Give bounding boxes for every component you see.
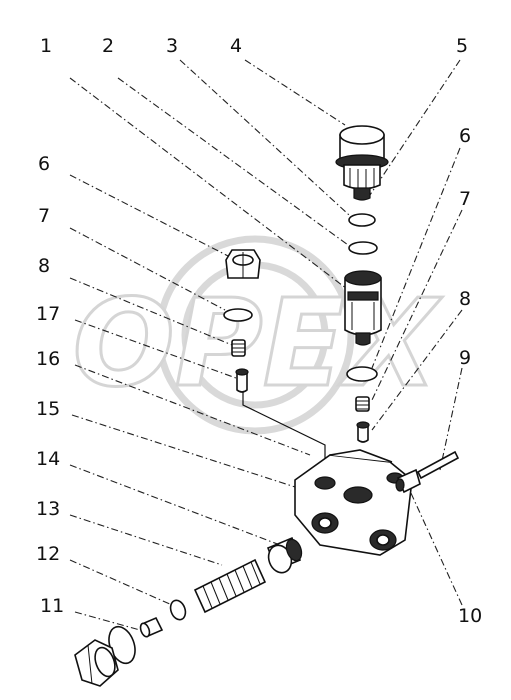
leader-3 <box>179 59 361 226</box>
part-11-hex-cap <box>74 639 119 687</box>
assembly-line <box>242 390 326 470</box>
label-12: 12 <box>36 543 60 565</box>
part-4-valve-head <box>335 125 389 201</box>
watermark: OPEX <box>71 235 444 435</box>
part-9-rod <box>416 450 460 480</box>
part-17-pin <box>235 368 249 393</box>
leader-13 <box>69 514 223 566</box>
leader-lines <box>69 59 463 631</box>
label-2: 2 <box>102 35 114 57</box>
label-13: 13 <box>36 498 60 520</box>
label-1: 1 <box>40 35 52 57</box>
label-3: 3 <box>166 35 178 57</box>
leader-5 <box>369 59 461 196</box>
label-11: 11 <box>40 595 64 617</box>
leader-16 <box>74 364 311 456</box>
label-10: 10 <box>458 605 482 627</box>
part-13-o-ring <box>169 599 187 621</box>
part-6-washer-lower <box>346 366 378 382</box>
leader-6b <box>371 147 461 369</box>
leader-8a <box>69 277 233 346</box>
part-12-screw <box>139 616 164 638</box>
part-3-sleeve <box>344 270 382 346</box>
label-6-left: 6 <box>38 153 50 175</box>
leader-7b <box>371 209 463 401</box>
leader-7a <box>69 227 226 311</box>
part-10-fitting <box>395 468 421 494</box>
part-7-washer-left <box>223 308 253 322</box>
part-5-washer <box>348 213 376 227</box>
label-4: 4 <box>230 35 242 57</box>
part-8-pin-right <box>356 421 370 443</box>
label-7-right: 7 <box>459 188 471 210</box>
leader-9 <box>439 367 463 471</box>
leader-14 <box>69 464 281 546</box>
part-14-spring <box>193 558 267 614</box>
leader-1 <box>69 77 356 296</box>
part-16-valve-body <box>294 449 413 556</box>
label-16: 16 <box>36 348 60 370</box>
label-8-left: 8 <box>38 255 50 277</box>
part-number-labels: 1 2 3 4 5 6 6 7 7 8 8 17 16 15 14 13 12 … <box>36 35 482 627</box>
label-7-left: 7 <box>38 205 50 227</box>
part-6-washer-upper <box>348 241 378 255</box>
part-15-cup <box>266 536 303 574</box>
label-14: 14 <box>36 448 60 470</box>
label-17: 17 <box>36 303 60 325</box>
label-8-right: 8 <box>459 288 471 310</box>
label-5: 5 <box>456 35 468 57</box>
part-7-spring-right <box>355 396 370 412</box>
part-6-hex-plug <box>225 249 261 279</box>
part-8-spring-left <box>231 339 246 357</box>
leader-6a <box>69 174 233 259</box>
label-15: 15 <box>36 398 60 420</box>
watermark-text: OPEX <box>73 275 443 414</box>
leader-4 <box>244 59 346 126</box>
label-6-right: 6 <box>459 125 471 147</box>
label-9: 9 <box>459 347 471 369</box>
leader-10 <box>404 479 463 606</box>
leader-11 <box>74 611 141 631</box>
leader-12 <box>69 559 173 606</box>
leader-2 <box>117 77 356 251</box>
leader-8b <box>371 309 463 431</box>
